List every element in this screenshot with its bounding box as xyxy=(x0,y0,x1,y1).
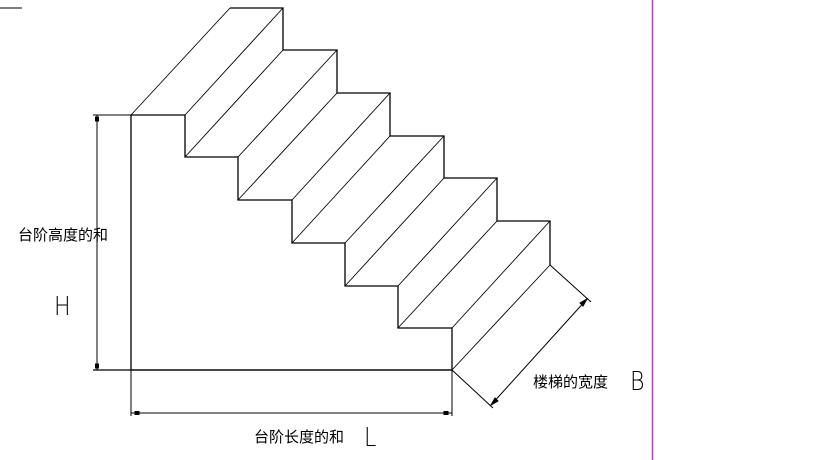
stair-width-label: 楼梯的宽度 xyxy=(533,373,609,391)
height-sum-label: 台阶高度的和 xyxy=(18,226,109,244)
width-symbol: B xyxy=(630,367,645,397)
height-symbol: H xyxy=(54,292,71,322)
length-sum-label: 台阶长度的和 xyxy=(254,428,345,446)
width-dimension xyxy=(451,264,592,409)
length-symbol: L xyxy=(364,423,377,453)
depth-edges xyxy=(130,7,551,371)
length-dimension xyxy=(130,370,453,416)
front-stair-profile xyxy=(130,114,453,371)
